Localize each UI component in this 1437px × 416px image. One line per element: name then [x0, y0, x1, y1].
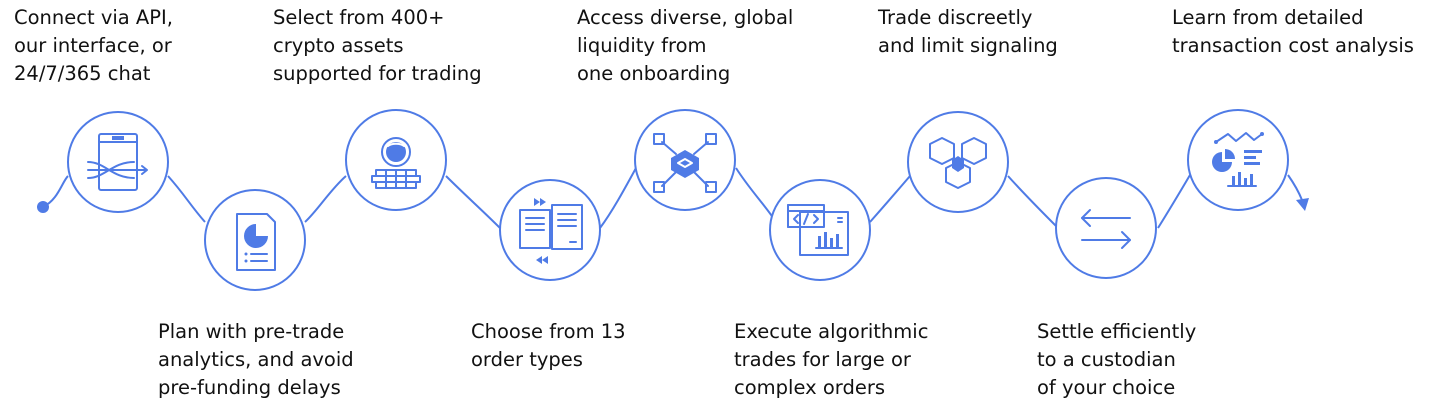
- step-3-label: Select from 400+ crypto assets supported…: [273, 6, 482, 85]
- step-9-node: [1187, 109, 1289, 211]
- analytics-document-icon: [236, 213, 276, 271]
- step-5-node: [634, 109, 736, 211]
- order-types-icon: [519, 198, 583, 264]
- flow-end-arrowhead: [1296, 198, 1309, 211]
- step-6-node: [769, 179, 871, 281]
- step-7-node: [907, 111, 1009, 213]
- settlement-arrows-icon: [1081, 209, 1131, 249]
- step-6-label: Execute algorithmic trades for large or …: [734, 320, 929, 399]
- step-4-label: Choose from 13 order types: [471, 320, 626, 371]
- api-interface-icon: [87, 133, 148, 191]
- connector-6-7: [869, 175, 911, 223]
- connector-3-4: [445, 175, 501, 229]
- step-9-label: Learn from detailed transaction cost ana…: [1172, 6, 1414, 57]
- cost-analysis-dashboard-icon: [1212, 132, 1264, 187]
- step-8-node: [1055, 177, 1157, 279]
- connector-5-6: [735, 167, 777, 223]
- step-1-node: [67, 111, 169, 213]
- step-4-node: [499, 179, 601, 281]
- step-1-label: Connect via API, our interface, or 24/7/…: [14, 6, 173, 85]
- connector-end: [1287, 174, 1303, 201]
- step-2-node: [204, 189, 306, 291]
- connector-4-5: [599, 167, 637, 229]
- connector-7-8: [1007, 175, 1059, 229]
- hexagon-cluster-icon: [929, 137, 987, 189]
- crypto-coin-stack-icon: [371, 137, 421, 189]
- algorithmic-code-chart-icon: [787, 204, 849, 256]
- step-8-label: Settle efficiently to a custodian of you…: [1037, 320, 1197, 399]
- step-7-label: Trade discreetly and limit signaling: [878, 6, 1058, 57]
- connector-8-9: [1157, 174, 1191, 229]
- flow-start-dot: [37, 201, 49, 213]
- step-2-label: Plan with pre-trade analytics, and avoid…: [158, 320, 354, 399]
- step-3-node: [345, 109, 447, 211]
- step-5-label: Access diverse, global liquidity from on…: [577, 6, 794, 85]
- connector-2-3: [304, 175, 347, 223]
- connector-1-2: [167, 175, 206, 223]
- liquidity-network-icon: [653, 133, 717, 193]
